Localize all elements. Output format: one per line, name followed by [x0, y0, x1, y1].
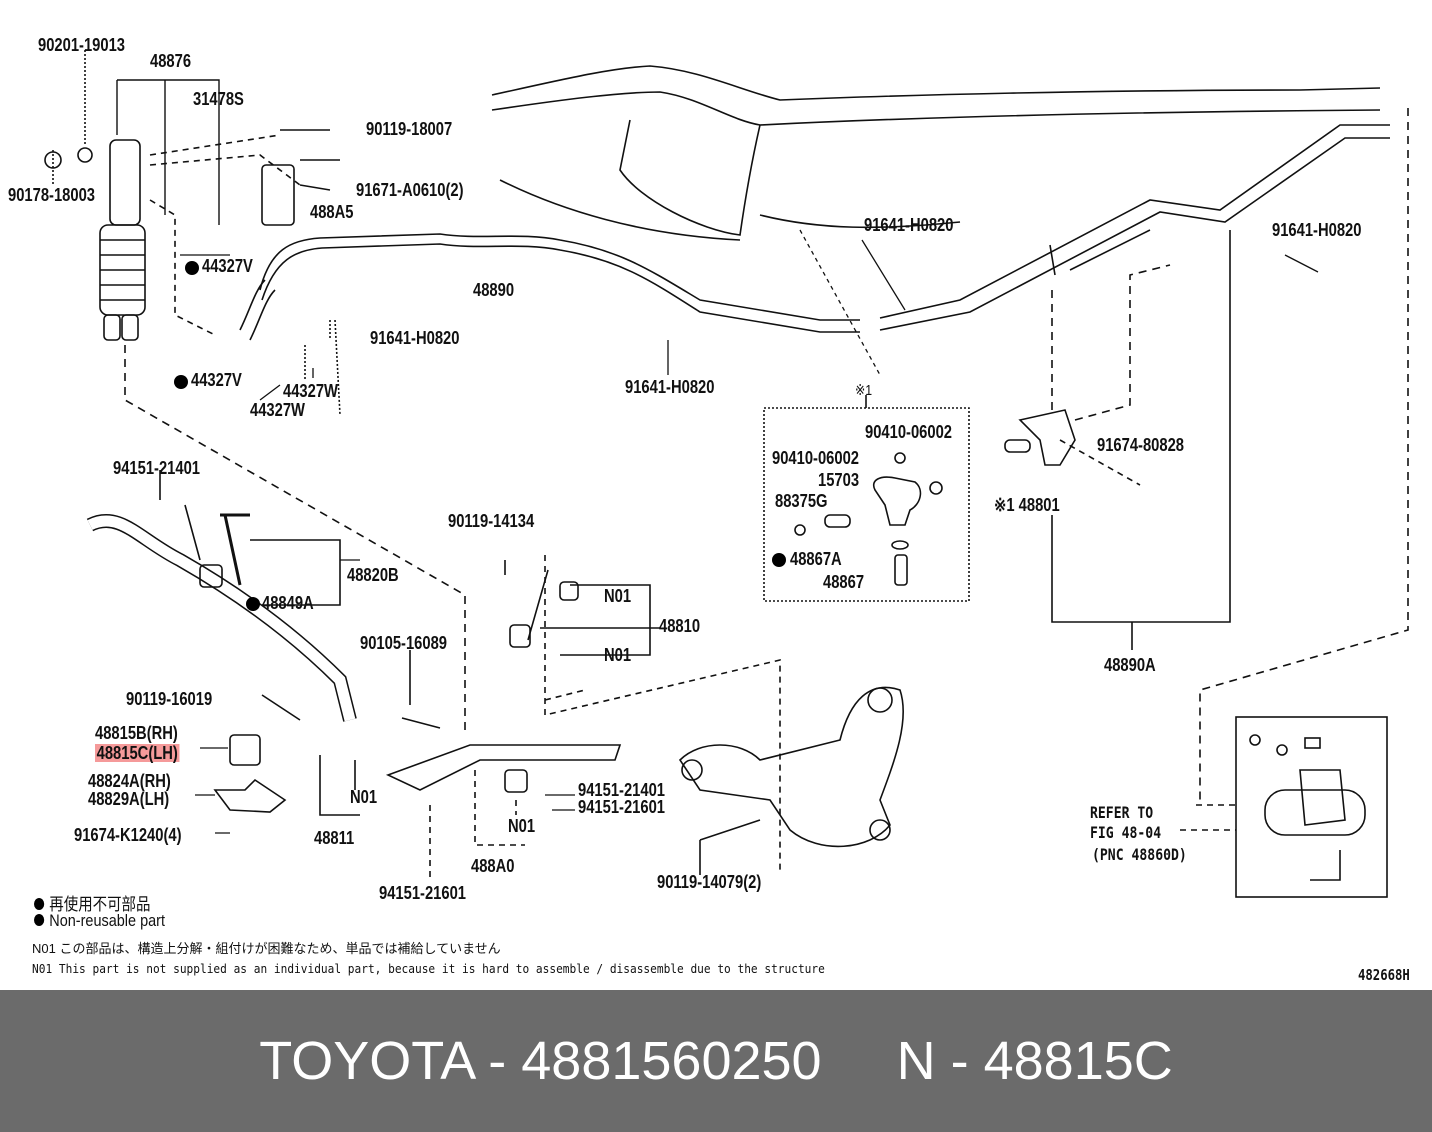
actuator — [1180, 734, 1366, 881]
note-en: N01 This part is not supplied as an indi… — [32, 962, 825, 976]
part-label[interactable]: 48867 — [823, 572, 865, 592]
part-label[interactable]: 90178-18003 — [8, 185, 96, 205]
part-label[interactable]: 91671-A0610(2) — [356, 180, 464, 200]
footer-part-number: TOYOTA - 4881560250 N - 48815C — [259, 1031, 1173, 1091]
part-label[interactable]: 91641-H0820 — [1272, 220, 1362, 240]
part-label[interactable]: 91674-K1240(4) — [74, 825, 182, 845]
actuator-box — [1235, 716, 1388, 898]
part-label[interactable]: 90410-06002 — [865, 422, 953, 442]
part-label[interactable]: N01 — [508, 816, 536, 836]
part-label[interactable]: 488A0 — [471, 856, 515, 876]
part-label[interactable]: 48815B(RH) — [95, 723, 178, 743]
part-label[interactable]: 90119-18007 — [366, 119, 453, 139]
part-label[interactable]: 94151-21401 — [113, 458, 201, 478]
part-label[interactable]: 90119-16019 — [126, 689, 213, 709]
non-reusable-marker — [185, 261, 199, 275]
part-label[interactable]: 48810 — [659, 616, 701, 636]
footer-bar: TOYOTA - 4881560250 N - 48815C — [0, 990, 1432, 1132]
part-label[interactable]: 31478S — [193, 89, 244, 109]
part-label[interactable]: REFER TO — [1090, 803, 1154, 822]
part-label[interactable]: 90119-14079(2) — [657, 872, 762, 892]
part-label[interactable]: N01 — [604, 645, 632, 665]
non-reusable-marker — [174, 375, 188, 389]
part-label[interactable]: 94151-21601 — [379, 883, 467, 903]
non-reusable-marker — [246, 597, 260, 611]
pipe-48890 — [239, 124, 1390, 341]
part-label[interactable]: 94151-21401 — [578, 780, 666, 800]
part-label[interactable]: 91641-H0820 — [864, 215, 954, 235]
part-label[interactable]: 48849A — [262, 593, 314, 613]
part-label[interactable]: 48824A(RH) — [88, 771, 171, 791]
valve-assembly — [794, 230, 1231, 650]
part-label[interactable]: 94151-21601 — [578, 797, 666, 817]
diagram-id: 482668H — [1358, 966, 1410, 984]
part-label[interactable]: 44327V — [191, 370, 242, 390]
part-label[interactable]: 90410-06002 — [772, 448, 860, 468]
part-label[interactable]: 90201-19013 — [38, 35, 126, 55]
part-label[interactable]: 44327W — [250, 400, 305, 420]
part-label[interactable]: FIG 48-04 — [1090, 823, 1162, 842]
inset-box — [763, 407, 970, 602]
part-label[interactable]: 488A5 — [310, 202, 354, 222]
vehicle-body-outline — [491, 65, 1409, 800]
part-label[interactable]: N01 — [350, 787, 378, 807]
part-label[interactable]: 90105-16089 — [360, 633, 448, 653]
part-label[interactable]: 48820B — [347, 565, 399, 585]
part-label[interactable]: ※1 48801 — [994, 495, 1060, 515]
legend-en-text: Non-reusable part — [49, 911, 165, 930]
note-jp: N01 この部品は、構造上分解・組付けが困難なため、単品では補給していません — [32, 941, 501, 956]
part-label[interactable]: 88375G — [775, 491, 828, 511]
part-label[interactable]: 44327W — [283, 381, 338, 401]
part-label[interactable]: (PNC 48860D) — [1092, 845, 1187, 864]
stabilizer-bar-48811 — [86, 319, 781, 880]
part-label[interactable]: 15703 — [818, 470, 860, 490]
part-label[interactable]: 90119-14134 — [448, 511, 535, 531]
part-label[interactable]: 91674-80828 — [1097, 435, 1185, 455]
legend-en: Non-reusable part — [34, 911, 165, 931]
part-label[interactable]: 48811 — [314, 828, 355, 848]
lower-arm — [678, 686, 904, 875]
part-label[interactable]: 44327V — [202, 256, 253, 276]
part-label-highlighted[interactable]: 48815C(LH) — [95, 743, 180, 763]
part-label[interactable]: 91641-H0820 — [370, 328, 460, 348]
part-label[interactable]: 48829A(LH) — [88, 789, 170, 809]
part-label[interactable]: N01 — [604, 586, 632, 606]
legend-jp: 再使用不可部品 — [34, 890, 150, 915]
non-reusable-marker — [772, 553, 786, 567]
diagram-drawing — [44, 50, 1409, 898]
part-label[interactable]: 48890A — [1104, 655, 1156, 675]
part-label[interactable]: 48867A — [790, 549, 842, 569]
part-label[interactable]: ※1 — [855, 382, 873, 399]
part-label[interactable]: 48876 — [150, 51, 192, 71]
legend-jp-text: 再使用不可部品 — [49, 895, 151, 914]
part-label[interactable]: 48890 — [473, 280, 515, 300]
strut-48876 — [44, 50, 466, 735]
part-label[interactable]: 91641-H0820 — [625, 377, 715, 397]
leader-lines — [180, 229, 1319, 834]
